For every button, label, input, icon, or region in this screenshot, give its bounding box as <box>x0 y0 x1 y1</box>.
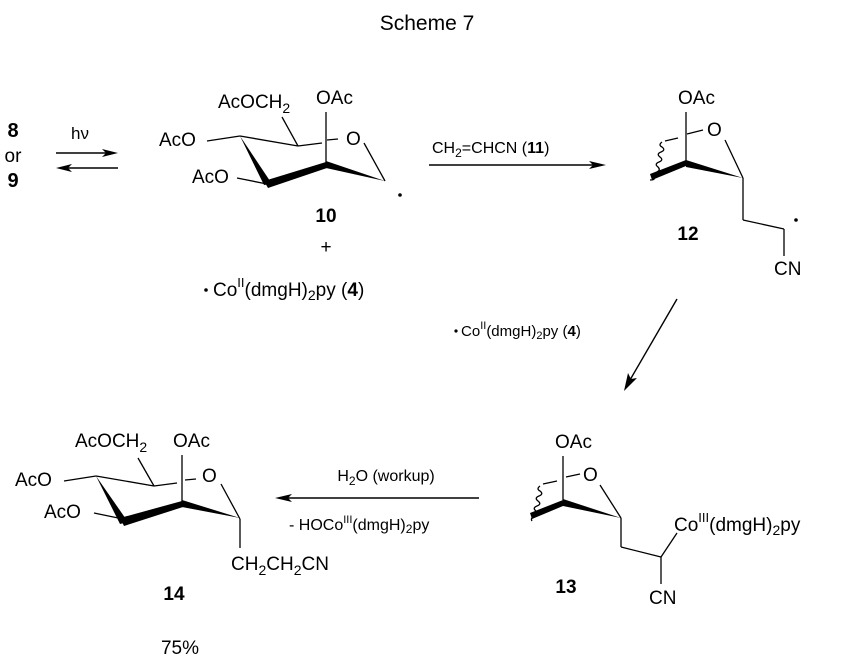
ring-oxygen: O <box>346 129 361 150</box>
yield-text: 75% <box>161 638 199 659</box>
bond <box>153 482 178 487</box>
compound-8-label: 8 <box>7 120 18 142</box>
hv-label: hν <box>71 124 89 143</box>
wedge-bond <box>530 500 563 519</box>
bond <box>599 484 622 519</box>
ch2oac-group: AcOCH2 <box>75 431 147 455</box>
bond <box>239 135 299 147</box>
bond <box>363 142 386 182</box>
compound-10-structure: AcOCH2 OAc AcO AcO O 10 <box>159 88 402 227</box>
radical-dot <box>794 218 798 222</box>
aco-lower-group: AcO <box>44 502 81 523</box>
wedge-bond <box>240 136 272 185</box>
cyanoethyl-side-chain: CH2CH2CN <box>231 554 329 578</box>
wedge-bond <box>650 160 686 180</box>
equilibrium-arrow: hν <box>56 124 118 172</box>
oac-top-group: OAc <box>173 431 210 452</box>
wavy-bond <box>649 141 665 181</box>
bond <box>542 480 558 485</box>
workup-label: H2O (workup) <box>337 468 434 488</box>
ch2oac-group: AcOCH2 <box>218 92 290 116</box>
oac-group: OAc <box>555 432 592 453</box>
compound-9-label: 9 <box>7 170 18 192</box>
wavy-bond <box>530 485 543 522</box>
ring-oxygen: O <box>583 465 598 486</box>
ring-oxygen: O <box>202 466 217 487</box>
cn-group: CN <box>649 588 676 609</box>
bond <box>95 475 155 487</box>
starting-materials: 8 or 9 <box>5 120 23 192</box>
scheme-title: Scheme 7 <box>380 12 475 35</box>
wedge-bond <box>563 499 621 518</box>
arrowhead <box>275 494 292 502</box>
cobalt-trapping-arrow: CoII(dmgH)2py (4) <box>454 298 678 391</box>
plus-sign: + <box>320 237 331 258</box>
arrowhead <box>589 161 606 169</box>
aco-lower-group: AcO <box>192 167 229 188</box>
reverse-arrowhead <box>56 164 72 172</box>
aco-upper-group: AcO <box>15 470 52 491</box>
acrylonitrile-arrow: CH2=CHCN (11) <box>429 140 606 169</box>
byproduct-label: - HOCoIII(dmgH)2py <box>289 514 429 536</box>
bond <box>724 139 744 179</box>
bond <box>620 546 662 558</box>
oac-group: OAc <box>678 88 715 109</box>
arrow-line <box>629 298 678 381</box>
radical-dot <box>204 288 208 292</box>
compound-12-structure: OAc O CN 12 <box>649 88 801 280</box>
cobalt-iii-group: CoIII(dmgH)2py <box>674 510 801 538</box>
cobalt-reagent-label: CoII(dmgH)2py (4) <box>461 320 581 342</box>
compound-13-structure: OAc O CoIII(dmgH)2py CN 13 <box>530 432 801 609</box>
wedge-bond <box>326 161 385 181</box>
compound-14-structure: AcOCH2 OAc AcO AcO O CH2CH2CN 14 <box>15 431 329 605</box>
wedge-bond <box>120 501 183 526</box>
bond <box>236 177 268 185</box>
acrylonitrile-label: CH2=CHCN (11) <box>432 140 549 160</box>
cobalt-formula: CoII(dmgH)2py (4) <box>213 275 364 303</box>
radical-dot <box>454 329 458 333</box>
forward-arrowhead <box>102 149 118 157</box>
wedge-bond <box>686 160 743 178</box>
or-text: or <box>5 146 23 167</box>
bond <box>742 219 785 230</box>
bond <box>220 483 241 520</box>
wedge-bond <box>264 162 327 188</box>
compound-14-label: 14 <box>163 584 185 605</box>
arrowhead <box>624 373 637 391</box>
ring-oxygen: O <box>707 120 722 141</box>
oac-top-group: OAc <box>316 88 353 109</box>
bond <box>297 142 323 147</box>
cn-group: CN <box>774 259 801 280</box>
bond <box>281 116 299 147</box>
cobalt-reagent-4: CoII(dmgH)2py (4) <box>204 275 364 303</box>
bond <box>664 137 679 142</box>
aco-upper-group: AcO <box>159 130 196 151</box>
workup-arrow: H2O (workup) - HOCoIII(dmgH)2py <box>275 468 479 536</box>
wedge-bond <box>182 500 240 518</box>
radical-dot <box>398 193 402 197</box>
compound-10-label: 10 <box>315 206 336 227</box>
bond <box>660 532 678 558</box>
bond <box>686 129 704 135</box>
bond <box>326 138 339 141</box>
bond <box>184 478 197 481</box>
wedge-bond <box>96 476 128 524</box>
bond <box>137 457 155 487</box>
bond <box>63 475 97 482</box>
compound-12-label: 12 <box>677 224 698 245</box>
compound-13-label: 13 <box>555 577 576 598</box>
bond <box>206 135 241 142</box>
bond <box>565 473 581 478</box>
